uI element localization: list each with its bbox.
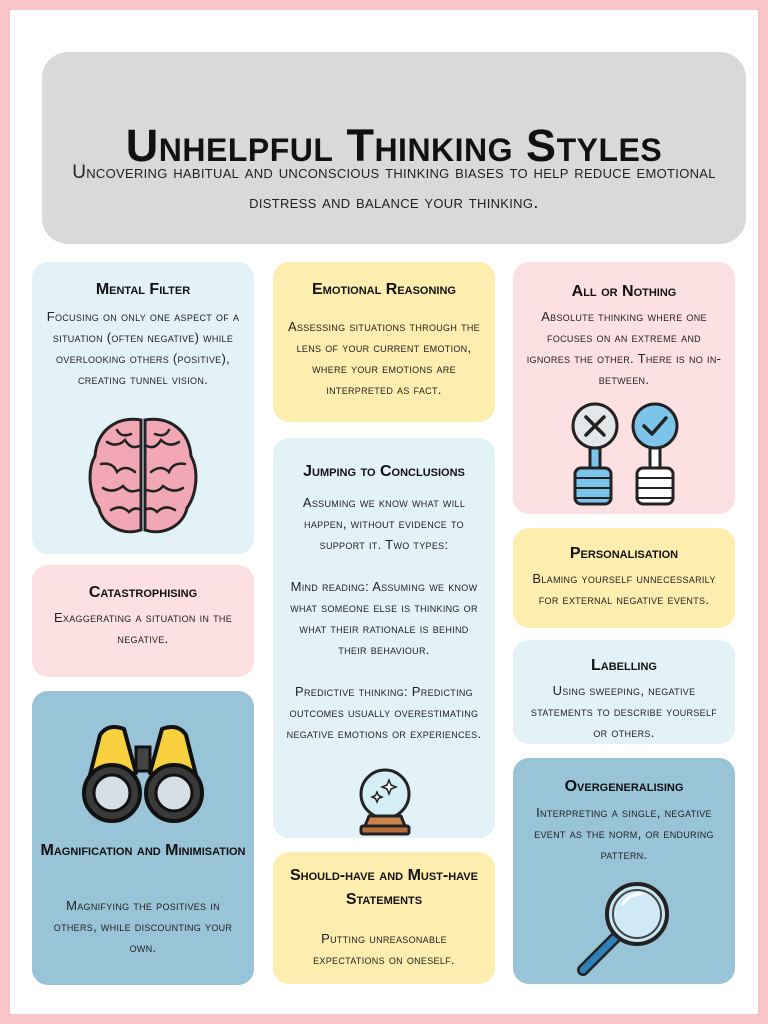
card-text: Magnifying the positives in others, whil…: [53, 898, 233, 955]
page-title: Unhelpful Thinking Styles: [125, 120, 663, 171]
card-should-must: Should-have and Must-have Statements Put…: [273, 852, 495, 984]
binoculars-icon: [82, 725, 204, 823]
card-title: Overgeneralising: [564, 778, 684, 795]
card-text: Exaggerating a situation in the negative…: [53, 610, 233, 646]
card-personalisation: Personalisation Blaming yourself unneces…: [513, 528, 735, 628]
card-all-or-nothing: All or Nothing Absolute thinking where o…: [513, 262, 735, 514]
card-title: Personalisation: [569, 545, 679, 562]
card-text: Interpreting a single, negative event as…: [534, 805, 714, 862]
card-title: Magnification and Minimisation: [40, 842, 246, 859]
card-text-predictive: Predictive thinking: Predicting outcomes…: [286, 684, 482, 741]
card-title: Catastrophising: [88, 584, 198, 601]
card-overgeneralising: Overgeneralising Interpreting a single, …: [513, 758, 735, 984]
card-emotional-reasoning: Emotional Reasoning Assessing situations…: [273, 262, 495, 422]
card-labelling: Labelling Using sweeping, negative state…: [513, 640, 735, 744]
card-title: Mental Filter: [95, 281, 191, 298]
card-magnification: Magnification and Minimisation Magnifyin…: [32, 691, 254, 985]
card-text-mind-reading: Mind reading: Assuming we know what some…: [290, 579, 478, 657]
header-banner: Unhelpful Thinking Styles Uncovering hab…: [42, 52, 746, 244]
card-text: Blaming yourself unnecessarily for exter…: [532, 571, 716, 607]
card-catastrophising: Catastrophising Exaggerating a situation…: [32, 565, 254, 677]
card-text: Using sweeping, negative statements to d…: [530, 683, 718, 740]
card-title: Emotional Reasoning: [311, 281, 456, 298]
card-jumping-to-conclusions: Jumping to Conclusions Assuming we know …: [273, 438, 495, 838]
cross-sign: [571, 402, 619, 506]
page-subtitle: Uncovering habitual and unconscious thin…: [72, 162, 716, 213]
check-sign: [631, 402, 679, 506]
card-text: Focusing on only one aspect of a situati…: [46, 309, 240, 387]
crystal-ball-icon: [359, 768, 411, 836]
card-text: Putting unreasonable expectations on one…: [313, 931, 455, 967]
magnifying-glass-icon: [577, 882, 669, 976]
brain-icon: [88, 417, 198, 534]
card-title: All or Nothing: [571, 283, 677, 300]
card-text: Assessing situations through the lens of…: [288, 319, 480, 397]
card-title: Labelling: [591, 657, 657, 674]
card-title: Jumping to Conclusions: [303, 463, 465, 480]
card-title: Should-have and Must-have Statements: [290, 867, 478, 908]
card-text: Absolute thinking where one focuses on a…: [526, 309, 722, 387]
card-text-intro: Assuming we know what will happen, witho…: [302, 495, 466, 552]
cross-check-signs-icon: [571, 402, 679, 506]
card-mental-filter: Mental Filter Focusing on only one aspec…: [32, 262, 254, 554]
